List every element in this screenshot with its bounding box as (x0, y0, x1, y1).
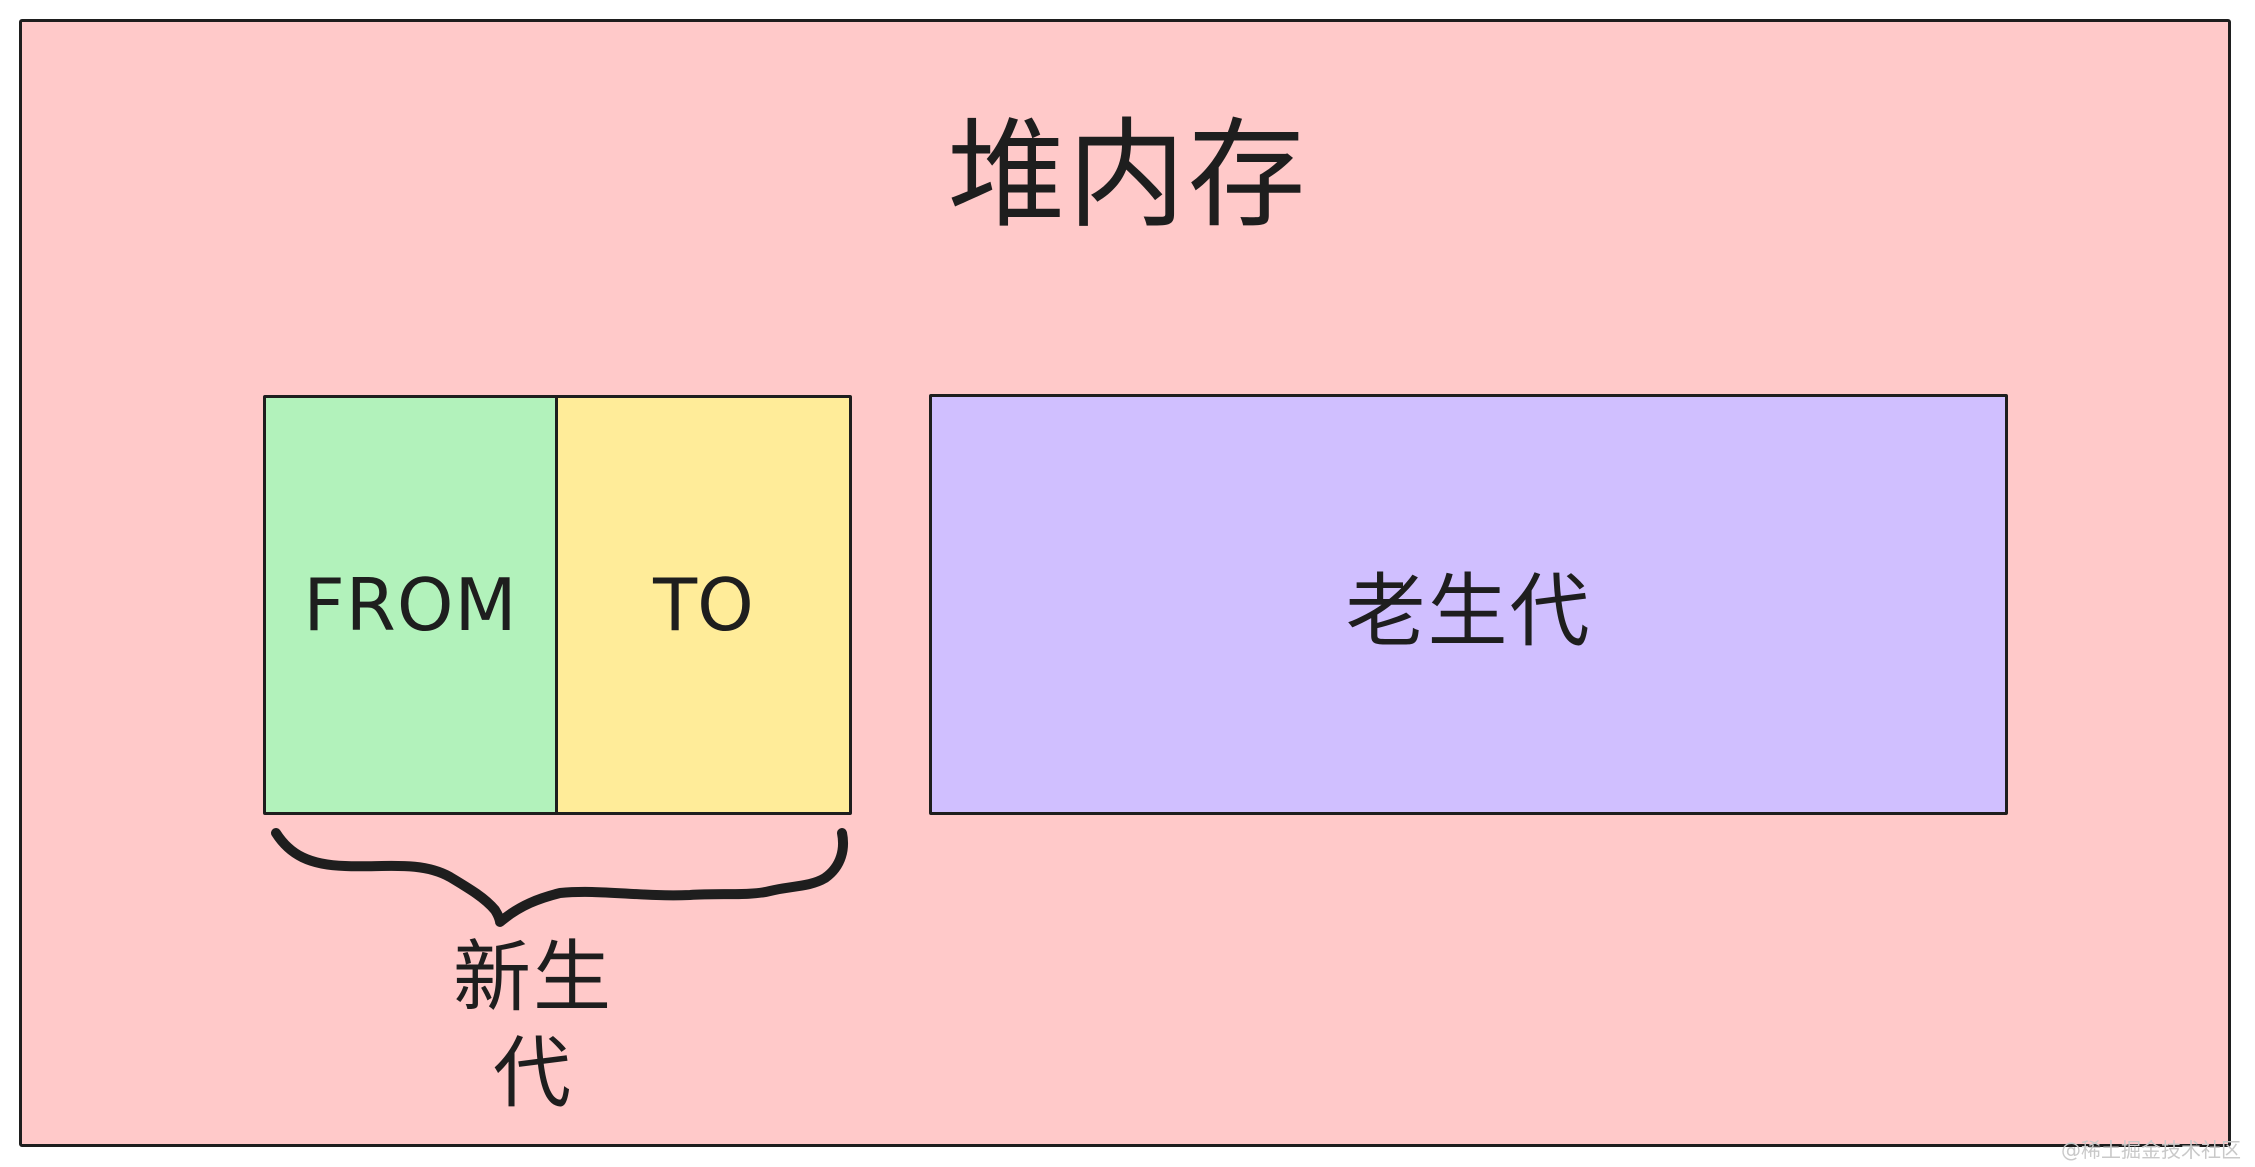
old-generation-region: 老生代 (929, 394, 2008, 815)
to-space-label: TO (653, 563, 754, 647)
old-generation-label: 老生代 (1345, 564, 1592, 658)
to-space-region: TO (555, 395, 852, 815)
young-generation-label: 新生代 (452, 933, 613, 1119)
from-space-label: FROM (303, 563, 518, 647)
from-space-region: FROM (263, 395, 558, 815)
curly-brace-path (271, 828, 848, 927)
heap-title: 堆内存 (947, 106, 1308, 244)
watermark-text: @稀土掘金技术社区 (2061, 1138, 2241, 1162)
